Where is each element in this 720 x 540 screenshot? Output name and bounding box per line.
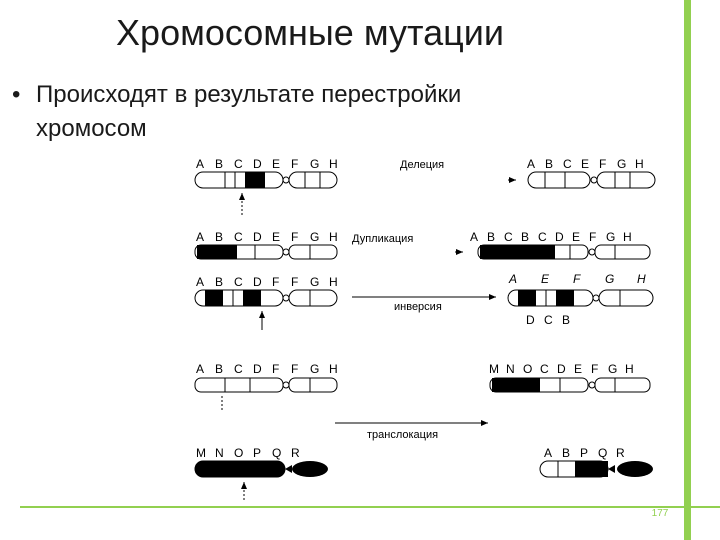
gene-label: G	[310, 362, 319, 376]
gene-label: N	[506, 362, 515, 376]
gene-label: B	[545, 157, 553, 171]
gene-label: A	[196, 362, 204, 376]
gene-label: D	[253, 157, 262, 171]
gene-label: C	[544, 313, 553, 327]
gene-label: E	[272, 230, 280, 244]
gene-label: R	[291, 446, 300, 460]
gene-label: B	[487, 230, 495, 244]
gene-label: H	[329, 230, 338, 244]
gene-label: H	[329, 157, 338, 171]
gene-label: P	[253, 446, 261, 460]
gene-label: A	[196, 230, 204, 244]
gene-label: H	[637, 272, 646, 286]
gene-label: F	[589, 230, 596, 244]
gene-label: F	[291, 230, 298, 244]
gene-label: O	[234, 446, 243, 460]
gene-label: D	[526, 313, 535, 327]
gene-label: O	[523, 362, 532, 376]
accent-bar-horizontal	[20, 506, 720, 508]
gene-label: P	[580, 446, 588, 460]
gene-label: A	[544, 446, 552, 460]
gene-label: B	[215, 275, 223, 289]
gene-label: A	[196, 275, 204, 289]
label-translocation: транслокация	[367, 429, 438, 441]
gene-label: M	[489, 362, 499, 376]
gene-label: A	[196, 157, 204, 171]
chromosome-tr-after-2	[540, 461, 653, 477]
gene-label: G	[310, 275, 319, 289]
chromosome-tr-after-1	[490, 378, 650, 392]
gene-label: H	[623, 230, 632, 244]
gene-label: G	[310, 230, 319, 244]
gene-label: R	[616, 446, 625, 460]
gene-label: D	[557, 362, 566, 376]
gene-label: E	[541, 272, 550, 286]
chromosome-del-after	[528, 172, 655, 188]
chromosome-dup-before	[195, 245, 337, 259]
gene-label: F	[591, 362, 598, 376]
gene-label: G	[617, 157, 626, 171]
gene-label: G	[608, 362, 617, 376]
gene-label: B	[215, 362, 223, 376]
gene-label: F	[291, 362, 298, 376]
gene-label: E	[572, 230, 580, 244]
page-number: 177	[640, 508, 680, 519]
gene-label: N	[215, 446, 224, 460]
chromosome-tr-before-1	[195, 378, 337, 392]
gene-label: C	[234, 157, 243, 171]
gene-label: C	[504, 230, 513, 244]
gene-label: A	[470, 230, 478, 244]
gene-label: F	[573, 272, 581, 286]
gene-label: C	[538, 230, 547, 244]
gene-label: F	[272, 362, 279, 376]
gene-label: H	[329, 275, 338, 289]
gene-label: C	[234, 362, 243, 376]
gene-label: C	[234, 275, 243, 289]
gene-label: H	[625, 362, 634, 376]
gene-label: E	[574, 362, 582, 376]
gene-label: M	[196, 446, 206, 460]
gene-label: E	[272, 157, 280, 171]
gene-label: A	[508, 272, 517, 286]
gene-label: C	[234, 230, 243, 244]
gene-label: D	[253, 275, 262, 289]
gene-label: D	[555, 230, 564, 244]
gene-label: A	[527, 157, 535, 171]
label-deletion: Делеция	[400, 159, 444, 171]
gene-label: H	[635, 157, 644, 171]
gene-label: B	[562, 446, 570, 460]
chromosome-inv-before	[195, 290, 337, 306]
gene-label: B	[521, 230, 529, 244]
gene-label: B	[215, 157, 223, 171]
gene-label: F	[599, 157, 606, 171]
gene-label: D	[253, 362, 262, 376]
gene-label: D	[253, 230, 262, 244]
gene-label: G	[605, 272, 614, 286]
chromosome-inv-after	[508, 290, 653, 306]
chromosome-del-before	[195, 172, 337, 188]
gene-label: C	[540, 362, 549, 376]
chromosome-dup-after	[478, 245, 650, 259]
label-duplication: Дупликация	[352, 233, 413, 245]
label-inversion: инверсия	[394, 301, 442, 313]
gene-label: E	[581, 157, 589, 171]
gene-label: B	[215, 230, 223, 244]
gene-label: Q	[598, 446, 607, 460]
gene-label: C	[563, 157, 572, 171]
gene-label: F	[291, 275, 298, 289]
gene-label: G	[310, 157, 319, 171]
gene-label: F	[291, 157, 298, 171]
gene-label: H	[329, 362, 338, 376]
chromosome-tr-before-2	[195, 461, 328, 477]
gene-label: Q	[272, 446, 281, 460]
accent-bar-vertical	[684, 0, 691, 540]
gene-label: B	[562, 313, 570, 327]
gene-label: F	[272, 275, 279, 289]
gene-label: G	[606, 230, 615, 244]
